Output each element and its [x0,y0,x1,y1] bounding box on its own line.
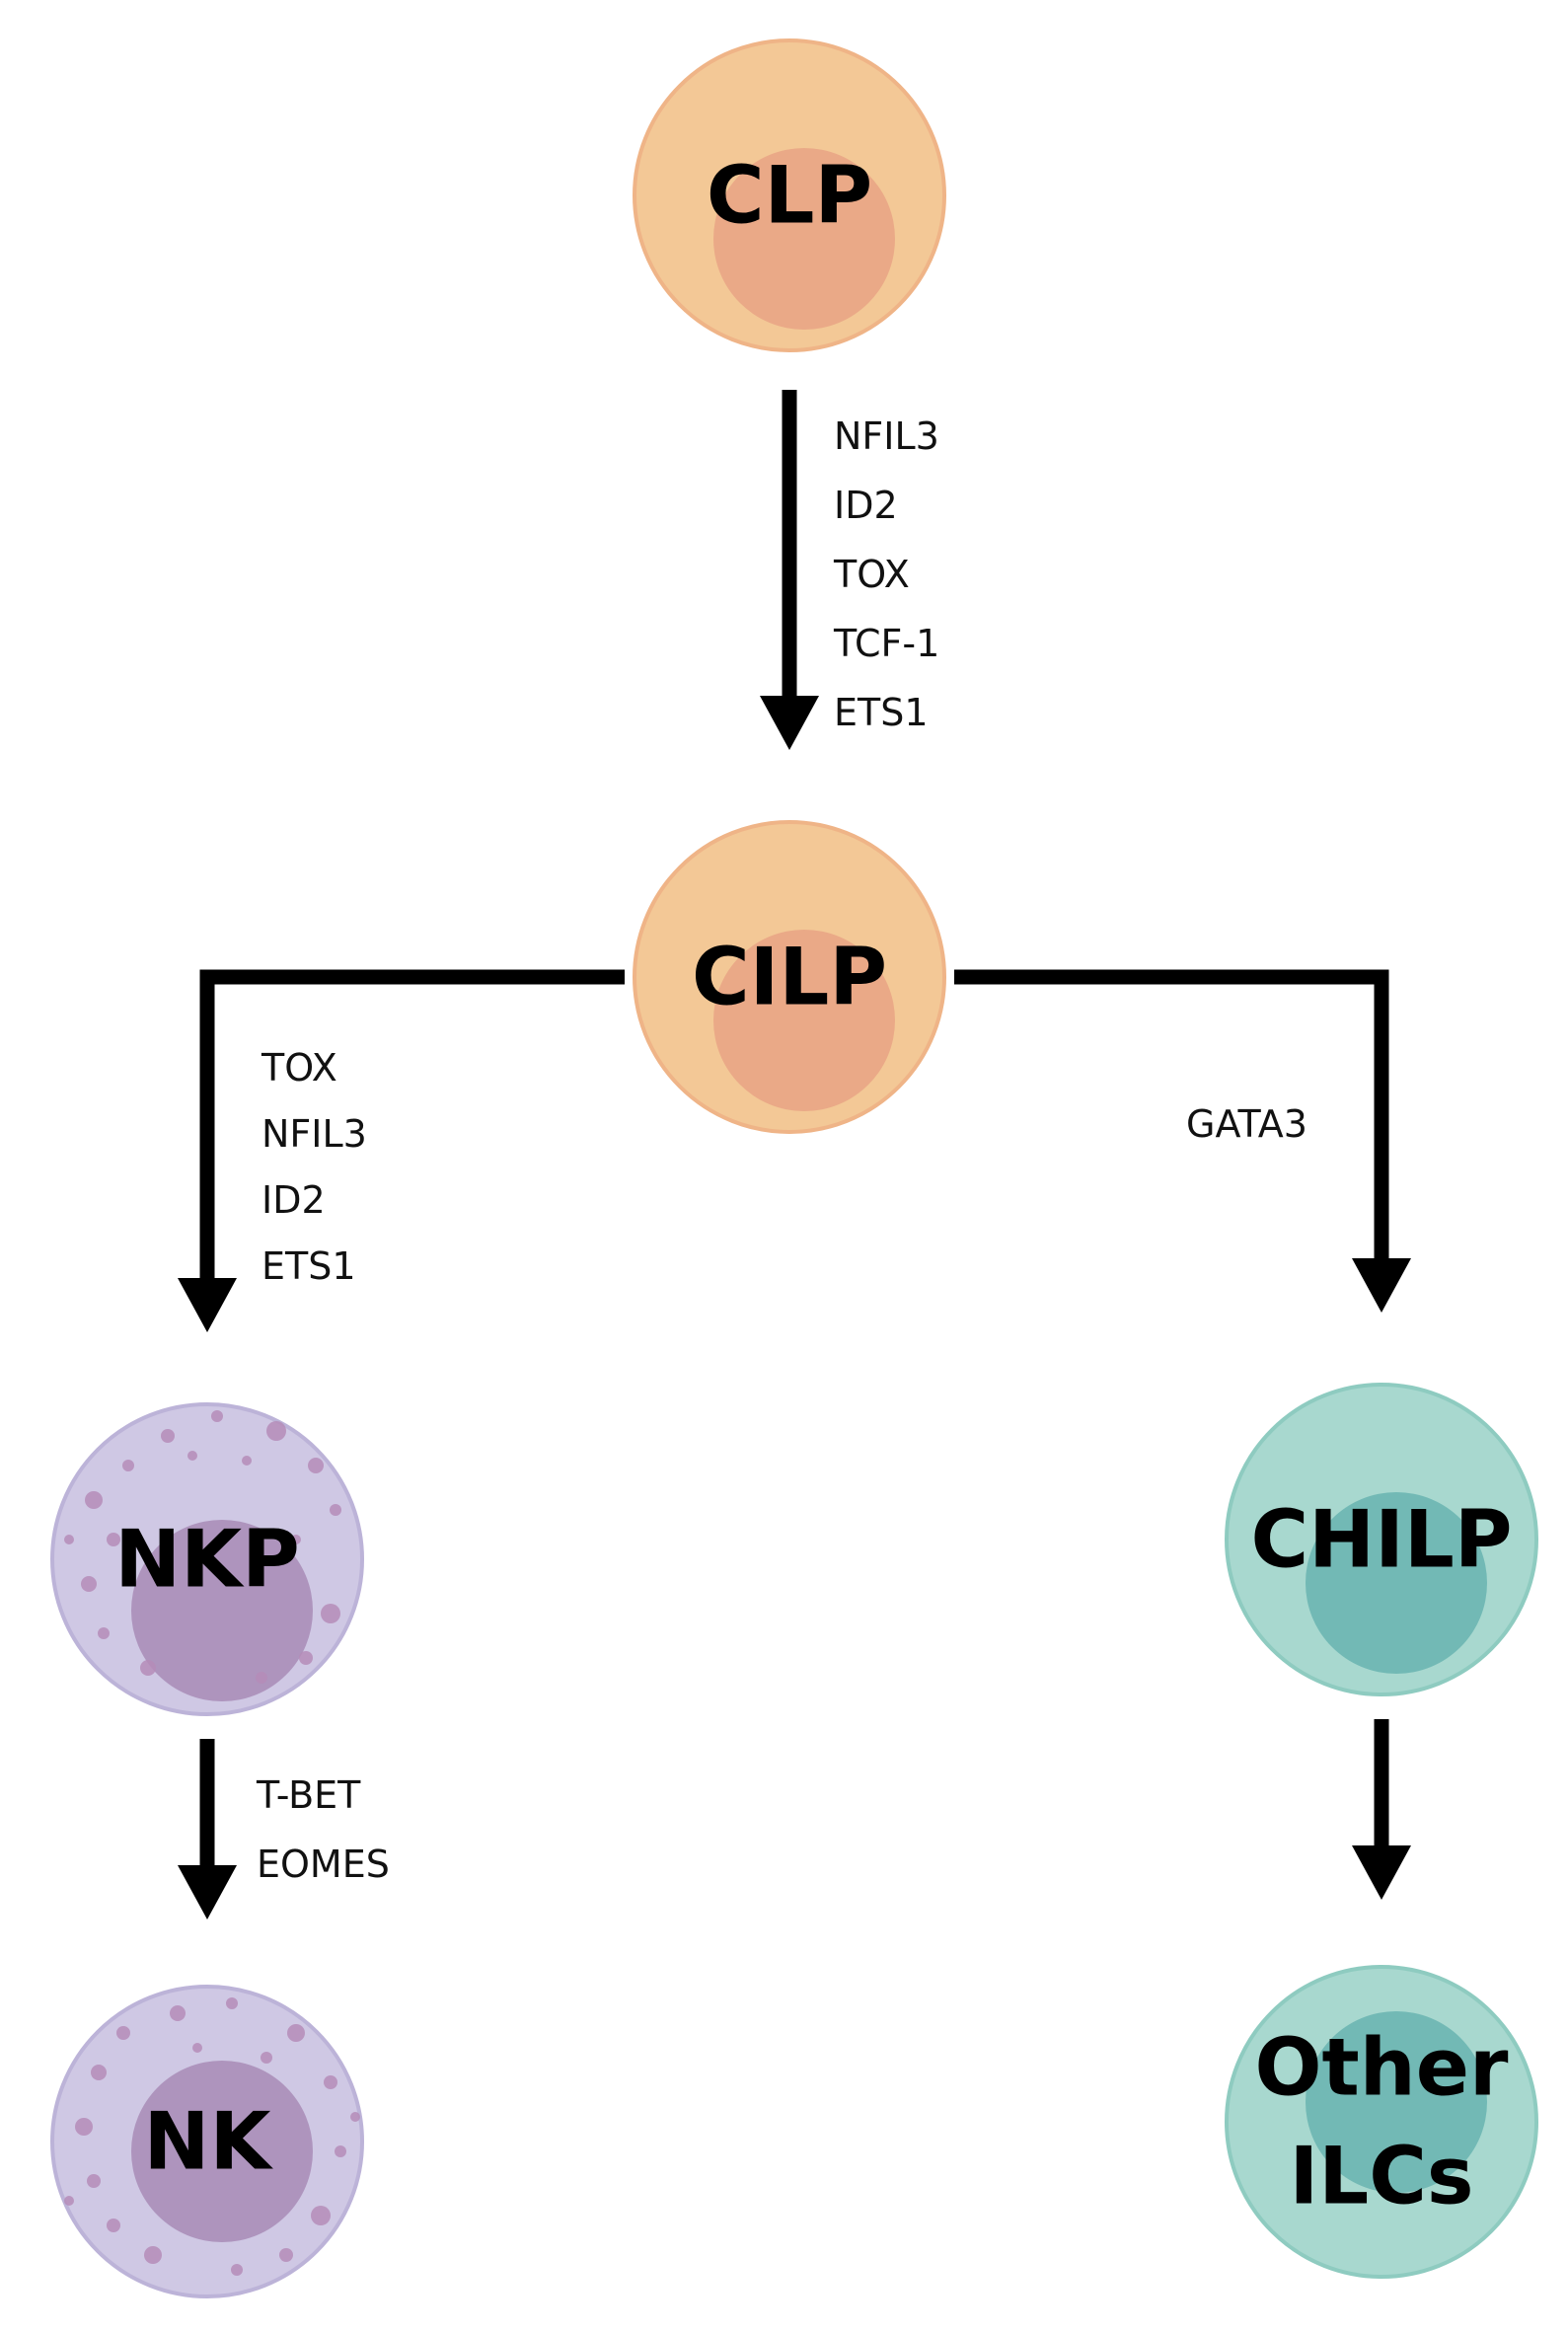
edge-chilp-to-other-ilcs [1352,1719,1411,1900]
factor-label: ID2 [834,484,898,527]
arrow-line [954,969,1389,1258]
factor-label: GATA3 [1186,1102,1307,1146]
cell-granule [144,2246,162,2264]
cell-granule [321,1604,340,1623]
cell-label: CLP [707,150,872,242]
cell-nucleus [1306,2011,1487,2193]
cell-granule [350,2112,360,2122]
cell-granule [299,1651,313,1665]
cell-granule [261,2052,272,2064]
factor-label: T-BET [256,1773,361,1817]
arrow-head [178,1865,237,1919]
cell-label: NKP [114,1514,300,1606]
cell-nucleus [713,930,895,1111]
cell-granule [64,2196,74,2206]
cell-granule [266,1421,286,1441]
cell-granule [64,1535,74,1544]
cell-nkp: NKP [50,1402,364,1716]
factor-label: TOX [261,1046,337,1090]
cell-granule [161,1429,175,1443]
cell-nucleus [713,148,895,330]
cell-cilp: CILP [633,820,946,1134]
factor-label: TCF-1 [833,622,939,665]
cell-label: CHILP [1250,1494,1512,1586]
cell-nucleus [131,1520,313,1701]
cell-granule [192,2043,202,2053]
cell-granule [226,1997,238,2009]
arrow-head [1352,1258,1411,1313]
cell-granule [311,2206,331,2225]
edge-nkp-to-nk: T-BET EOMES [178,1739,390,1919]
arrows-layer: NFIL3ID2TOXTCF-1ETS1TOXNFIL3ID2ETS1GATA3… [178,390,1411,1919]
cell-granule [170,2005,186,2021]
cell-granule [335,2145,346,2157]
cell-label: NK [144,2096,274,2188]
cell-label: ILCs [1289,2131,1473,2222]
cell-granule [81,1576,97,1592]
arrow-head [178,1278,237,1332]
cell-granule [330,1504,341,1516]
cell-granule [116,2026,130,2040]
cell-nk: NK [50,1985,364,2298]
cell-granule [324,2075,337,2089]
factor-label: NFIL3 [834,414,939,458]
cell-granule [287,2024,305,2042]
cell-granule [308,1458,324,1473]
cell-granule [256,1672,267,1684]
cell-granule [87,2174,101,2188]
cell-granule [279,2248,293,2262]
factor-label: TOX [833,553,910,596]
cell-granule [187,1451,197,1461]
cell-granule [211,1410,223,1422]
arrow-head [1352,1845,1411,1900]
cell-granule [122,1460,134,1471]
cell-granule [291,1535,301,1544]
cell-granule [231,2264,243,2276]
factor-label: EOMES [257,1843,390,1886]
arrow-head [760,696,819,750]
cell-granule [107,2219,120,2232]
cell-nucleus [131,2061,313,2242]
cell-clp: CLP [633,38,946,352]
edge-cilp-to-chilp: GATA3 [954,969,1411,1313]
cell-granule [107,1533,120,1546]
factor-label: NFIL3 [261,1112,367,1156]
cell-granule [85,1491,103,1509]
cell-granule [140,1660,156,1676]
cell-nucleus [1306,1492,1487,1674]
cell-granule [91,2065,107,2080]
cell-granule [75,2118,93,2136]
factor-label: ETS1 [261,1244,356,1288]
cell-label: Other [1255,2022,1509,2114]
cell-granule [242,1456,252,1466]
factor-label: ETS1 [834,691,929,734]
cell-granule [98,1627,110,1639]
cell-chilp: CHILP [1225,1383,1538,1696]
arrow-line [199,969,625,1278]
factor-label: ID2 [261,1178,326,1222]
cell-label: CILP [692,932,887,1023]
